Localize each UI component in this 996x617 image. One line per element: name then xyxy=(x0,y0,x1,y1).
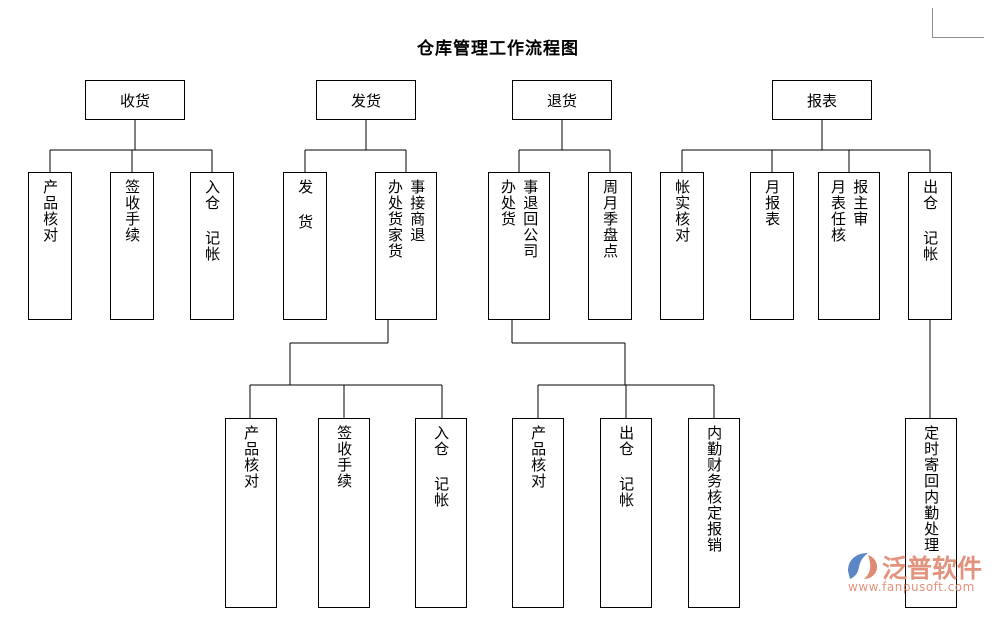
node-chanpin-hedui-1-label: 产品核对 xyxy=(41,179,60,243)
page-title: 仓库管理工作流程图 xyxy=(417,39,579,59)
node-jie-shangjia-tuihuo-label: 事接商退 办处货家货 xyxy=(385,173,428,259)
page-corner-mark xyxy=(932,8,984,38)
node-tuihui-gongsi-col-right: 事退回公司 xyxy=(521,179,540,259)
node-tuihui-gongsi-label: 事退回公司 办处货 xyxy=(498,173,541,259)
node-rucang-jizhang-2[interactable]: 入仓 记帐 xyxy=(415,418,467,608)
node-chanpin-hedui-1[interactable]: 产品核对 xyxy=(28,172,72,320)
node-baobiao-label: 报表 xyxy=(806,91,837,110)
node-zhangshi-hedui-label: 帐实核对 xyxy=(673,179,692,243)
node-qianshou-shouxu-2-label: 签收手续 xyxy=(335,425,354,489)
node-zhuren-shenhe-col-right: 报主审 xyxy=(851,179,870,227)
node-qianshou-shouxu-2[interactable]: 签收手续 xyxy=(318,418,370,608)
node-zhuren-shenhe-col-left: 月表任核 xyxy=(829,179,847,243)
node-shouhuo[interactable]: 收货 xyxy=(85,80,185,120)
node-fahuo-label: 发货 xyxy=(350,91,381,110)
node-zhouyueji-pandian-label: 周月季盘点 xyxy=(601,179,620,259)
node-chanpin-hedui-2-label: 产品核对 xyxy=(242,425,261,489)
node-yue-baobiao[interactable]: 月报表 xyxy=(750,172,794,320)
node-tuihui-gongsi[interactable]: 事退回公司 办处货 xyxy=(488,172,550,320)
node-jie-shangjia-tuihuo[interactable]: 事接商退 办处货家货 xyxy=(375,172,437,320)
node-zhuren-shenhe[interactable]: 报主审 月表任核 xyxy=(818,172,880,320)
fanpu-logo-icon xyxy=(848,553,877,579)
node-tuihuo-label: 退货 xyxy=(546,91,577,110)
node-jie-shangjia-tuihuo-col-left: 办处货家货 xyxy=(386,179,404,259)
node-chucang-jizhang-1[interactable]: 出仓 记帐 xyxy=(908,172,952,320)
node-rucang-jizhang-2-label: 入仓 记帐 xyxy=(432,425,451,508)
node-chanpin-hedui-2[interactable]: 产品核对 xyxy=(225,418,277,608)
node-rucang-jizhang-1[interactable]: 入仓 记帐 xyxy=(190,172,234,320)
node-jie-shangjia-tuihuo-col-right: 事接商退 xyxy=(408,179,427,243)
node-shouhuo-label: 收货 xyxy=(119,91,150,110)
node-dingshi-jihui[interactable]: 定时寄回内勤处理 xyxy=(905,418,957,608)
node-chucang-jizhang-2-label: 出仓 记帐 xyxy=(617,425,636,508)
node-fahuo[interactable]: 发货 xyxy=(316,80,416,120)
node-neiqin-caiwu[interactable]: 内勤财务核定报销 xyxy=(688,418,740,608)
node-tuihuo[interactable]: 退货 xyxy=(512,80,612,120)
node-zhouyueji-pandian[interactable]: 周月季盘点 xyxy=(588,172,632,320)
node-zhangshi-hedui[interactable]: 帐实核对 xyxy=(660,172,704,320)
node-tuihui-gongsi-col-left: 办处货 xyxy=(499,179,517,227)
node-yue-baobiao-label: 月报表 xyxy=(763,179,782,227)
node-chanpin-hedui-3-label: 产品核对 xyxy=(529,425,548,489)
node-rucang-jizhang-1-label: 入仓 记帐 xyxy=(203,179,222,262)
node-zhuren-shenhe-label: 报主审 月表任核 xyxy=(828,173,871,243)
node-chucang-jizhang-2[interactable]: 出仓 记帐 xyxy=(600,418,652,608)
node-fa-huo-label: 发 货 xyxy=(296,179,315,230)
node-qianshou-shouxu-1[interactable]: 签收手续 xyxy=(110,172,154,320)
node-qianshou-shouxu-1-label: 签收手续 xyxy=(123,179,142,243)
node-baobiao[interactable]: 报表 xyxy=(772,80,872,120)
node-fa-huo[interactable]: 发 货 xyxy=(283,172,327,320)
node-chanpin-hedui-3[interactable]: 产品核对 xyxy=(512,418,564,608)
node-chucang-jizhang-1-label: 出仓 记帐 xyxy=(921,179,940,262)
node-neiqin-caiwu-label: 内勤财务核定报销 xyxy=(705,425,724,553)
node-dingshi-jihui-label: 定时寄回内勤处理 xyxy=(922,425,941,553)
